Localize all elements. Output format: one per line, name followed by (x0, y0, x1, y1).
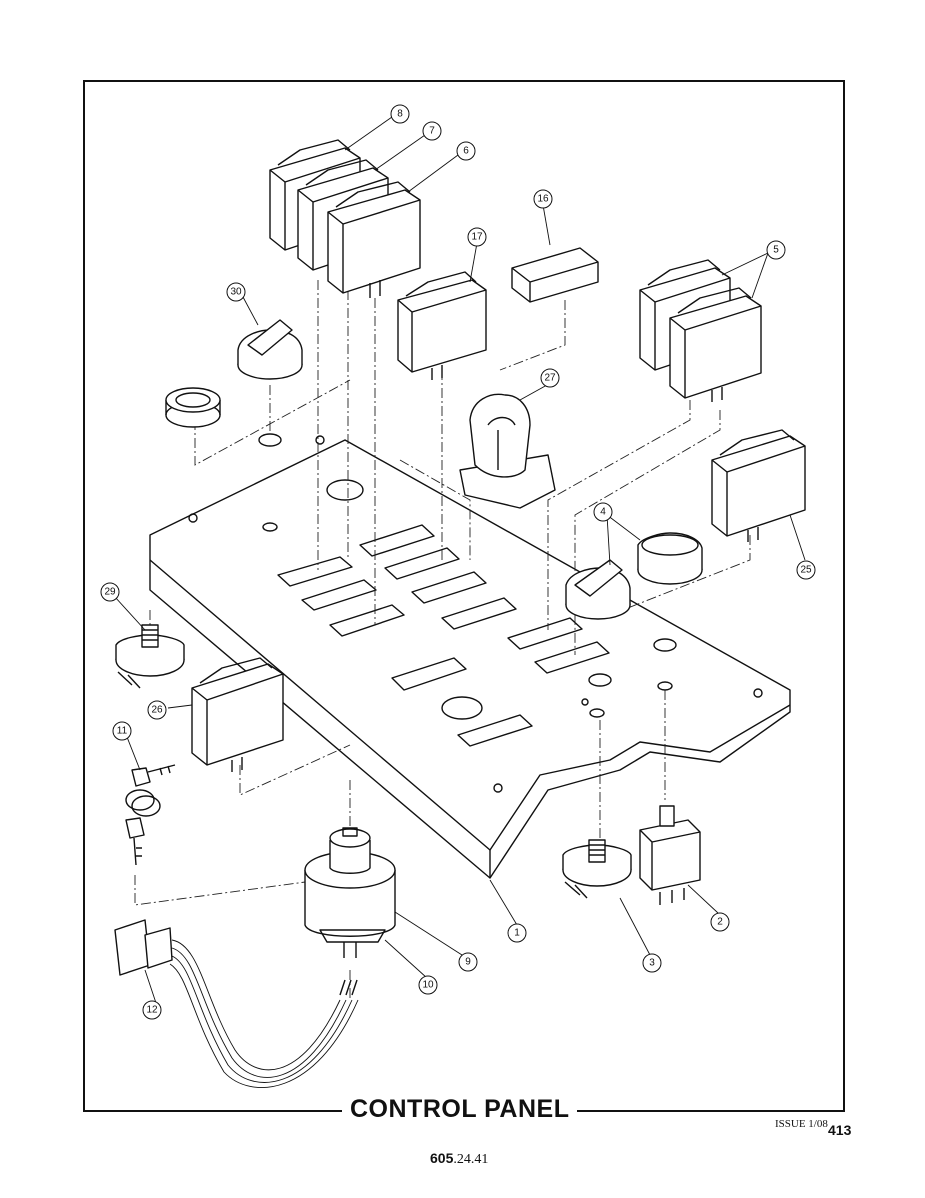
callout-9: 9 (458, 952, 478, 972)
callout-label: 30 (230, 287, 242, 298)
callout-circle (390, 104, 410, 124)
callout-circle (142, 1000, 162, 1020)
callout-circle (467, 227, 487, 247)
page-title: CONTROL PANEL (342, 1094, 578, 1124)
callout-8: 8 (390, 104, 410, 124)
callout-label: 8 (397, 109, 403, 120)
callout-6: 6 (456, 141, 476, 161)
knob-4 (565, 559, 631, 620)
callout-label: 12 (146, 1005, 158, 1016)
callout-circle (100, 582, 120, 602)
callout-3: 3 (642, 953, 662, 973)
wire-harness-12 (114, 919, 359, 1089)
callout-circle (226, 282, 246, 302)
joystick-27 (459, 393, 556, 509)
document-number-bold: 605 (430, 1150, 454, 1166)
ring-nut (165, 387, 221, 428)
document-number-rest: .24.41 (453, 1152, 489, 1167)
callout-label: 25 (800, 565, 812, 576)
keys-11 (125, 764, 176, 866)
callout-label: 1 (514, 928, 520, 939)
rocker-switch-6 (327, 181, 421, 298)
callout-circle (507, 923, 527, 943)
rotary-switch-2 (639, 805, 701, 905)
knob-4-rear (637, 532, 703, 585)
callout-circle (710, 912, 730, 932)
rocker-switch-26 (191, 657, 284, 772)
callout-circle (540, 368, 560, 388)
callout-7: 7 (422, 121, 442, 141)
rocker-switch-17 (397, 271, 487, 380)
callout-circle (456, 141, 476, 161)
callout-label: 9 (465, 957, 471, 968)
callout-circle (796, 560, 816, 580)
callout-circle (458, 952, 478, 972)
callout-label: 27 (544, 373, 556, 384)
callout-circle (766, 240, 786, 260)
callout-4: 4 (593, 502, 613, 522)
panel-plate (149, 435, 791, 879)
key-switch-9 (304, 827, 396, 958)
issue-date: ISSUE 1/08 (775, 1118, 828, 1130)
callout-label: 2 (717, 917, 723, 928)
callout-27: 27 (540, 368, 560, 388)
callout-2: 2 (710, 912, 730, 932)
callout-circle (422, 121, 442, 141)
callout-label: 16 (537, 194, 549, 205)
callout-label: 7 (429, 126, 435, 137)
callout-1: 1 (507, 923, 527, 943)
callout-label: 17 (471, 232, 483, 243)
nut (653, 638, 677, 652)
callout-circle (147, 700, 167, 720)
knob-30 (237, 319, 303, 380)
callout-10: 10 (418, 975, 438, 995)
callout-circle (418, 975, 438, 995)
blank-plug-16 (511, 247, 599, 303)
callout-label: 4 (600, 507, 606, 518)
page-number: 413 (828, 1122, 852, 1138)
rocker-switch-25 (711, 429, 806, 542)
callout-12: 12 (142, 1000, 162, 1020)
callout-11: 11 (112, 721, 132, 741)
callout-label: 11 (117, 726, 128, 737)
callout-label: 26 (151, 705, 163, 716)
nut (258, 433, 282, 447)
callout-26: 26 (147, 700, 167, 720)
callout-label: 29 (104, 587, 116, 598)
callout-circle (593, 502, 613, 522)
callout-30: 30 (226, 282, 246, 302)
leader-lines (114, 116, 806, 1004)
callout-circle (642, 953, 662, 973)
document-number: 605.24.41 (430, 1150, 488, 1168)
callout-label: 10 (422, 980, 434, 991)
callout-circle (533, 189, 553, 209)
callout-17: 17 (467, 227, 487, 247)
callout-circle (112, 721, 132, 741)
potentiometer-3 (562, 839, 632, 899)
callout-16: 16 (533, 189, 553, 209)
callout-label: 6 (463, 146, 469, 157)
rocker-switch-5b (669, 287, 762, 402)
callout-25: 25 (796, 560, 816, 580)
callout-5: 5 (766, 240, 786, 260)
nut (588, 673, 612, 687)
alignment-lines (134, 280, 751, 1000)
potentiometer-29 (115, 624, 185, 689)
callout-label: 3 (649, 958, 655, 969)
callout-29: 29 (100, 582, 120, 602)
callout-label: 5 (773, 245, 779, 256)
